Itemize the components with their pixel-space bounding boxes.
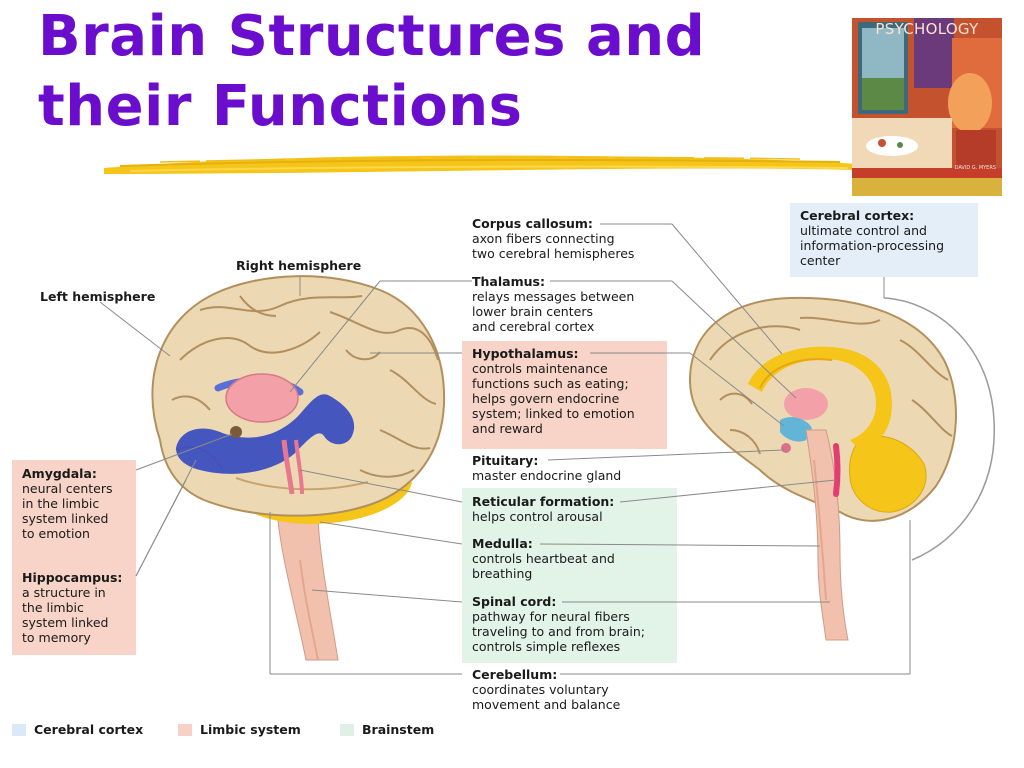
cerebellum-desc-1: coordinates voluntary: [472, 682, 609, 697]
title-line-1: Brain Structures and: [38, 4, 706, 69]
hypothalamus-desc-4: system; linked to emotion: [472, 406, 635, 421]
thalamus-desc-2: lower brain centers: [472, 304, 593, 319]
title-line-2: their Functions: [38, 74, 523, 139]
legend-swatch-limbic-system: [178, 723, 192, 736]
legend-swatch-cerebral-cortex: [12, 723, 26, 736]
leader-lines: [99, 223, 911, 675]
book-title: PSYCHOLOGY: [875, 20, 979, 38]
hypothalamus-desc-3: helps govern endocrine: [472, 391, 620, 406]
reticular-formation-title: Reticular formation:: [472, 494, 615, 509]
pituitary-title: Pituitary:: [472, 453, 539, 468]
legend-item-brainstem: Brainstem: [340, 722, 434, 737]
hippocampus-label: Hippocampus: a structure in the limbic s…: [22, 570, 122, 645]
hippocampus-desc-3: system linked: [22, 615, 109, 630]
amygdala-desc-1: neural centers: [22, 481, 113, 496]
spinal-cord-label: Spinal cord: pathway for neural fibers t…: [472, 594, 645, 654]
legend-swatch-brainstem: [340, 723, 354, 736]
reticular-formation-desc-1: helps control arousal: [472, 509, 603, 524]
spinal-cord-title: Spinal cord:: [472, 594, 557, 609]
cerebral-cortex-title: Cerebral cortex:: [800, 208, 915, 223]
hypothalamus-label: Hypothalamus: controls maintenance funct…: [472, 346, 635, 436]
hypothalamus-desc-2: functions such as eating;: [472, 376, 629, 391]
amygdala-desc-3: system linked: [22, 511, 109, 526]
cerebral-cortex-desc-3: center: [800, 253, 841, 268]
legend-label-limbic-system: Limbic system: [200, 722, 301, 737]
reticular-formation-label: Reticular formation: helps control arous…: [472, 494, 614, 524]
spinal-cord-desc-3: controls simple reflexes: [472, 639, 621, 654]
book-author: DAVID G. MYERS: [954, 165, 996, 171]
medulla-desc-2: breathing: [472, 566, 533, 581]
thalamus-label: Thalamus: relays messages between lower …: [472, 274, 634, 334]
left-brain: [151, 275, 446, 661]
legend-item-limbic-system: Limbic system: [178, 722, 301, 737]
legend-label-brainstem: Brainstem: [362, 722, 435, 737]
legend-item-cerebral-cortex: Cerebral cortex: [12, 722, 143, 737]
hippocampus-desc-4: to memory: [22, 630, 91, 645]
hypothalamus-desc-1: controls maintenance: [472, 361, 608, 376]
hypothalamus-desc-5: and reward: [472, 421, 543, 436]
cerebral-cortex-label: Cerebral cortex: ultimate control and in…: [800, 208, 944, 268]
hypothalamus-box: [462, 341, 667, 449]
corpus-callosum-desc-1: axon fibers connecting: [472, 231, 615, 246]
cerebellum-desc-2: movement and balance: [472, 697, 621, 712]
cerebral-cortex-box: [790, 203, 978, 277]
hypothalamus-title: Hypothalamus:: [472, 346, 579, 361]
medulla-title: Medulla:: [472, 536, 533, 551]
amygdala-desc-4: to emotion: [22, 526, 90, 541]
cerebellum-label: Cerebellum: coordinates voluntary moveme…: [472, 667, 620, 712]
amygdala-label: Amygdala: neural centers in the limbic s…: [22, 466, 113, 541]
corpus-callosum-title: Corpus callosum:: [472, 216, 593, 231]
corpus-callosum-desc-2: two cerebral hemispheres: [472, 246, 635, 261]
hippocampus-desc-1: a structure in: [22, 585, 106, 600]
pituitary-label: Pituitary: master endocrine gland: [472, 453, 621, 483]
book-cover: PSYCHOLOGY DAVID G. MYERS: [852, 18, 1002, 196]
corpus-callosum-label: Corpus callosum: axon fibers connecting …: [472, 216, 634, 261]
hippocampus-desc-2: the limbic: [22, 600, 84, 615]
legend-label-cerebral-cortex: Cerebral cortex: [34, 722, 144, 737]
yellow-brush-stroke: [104, 155, 856, 174]
right-hemisphere-label: Right hemisphere: [236, 258, 362, 273]
spinal-cord-desc-2: traveling to and from brain;: [472, 624, 645, 639]
amygdala-desc-2: in the limbic: [22, 496, 100, 511]
book-cover-painting: [852, 18, 1002, 196]
slide-title: Brain Structures and their Functions: [38, 2, 798, 142]
cerebral-cortex-desc-1: ultimate control and: [800, 223, 927, 238]
spinal-cord-desc-1: pathway for neural fibers: [472, 609, 630, 624]
medulla-label: Medulla: controls heartbeat and breathin…: [472, 536, 615, 581]
thalamus-desc-1: relays messages between: [472, 289, 635, 304]
thalamus-title: Thalamus:: [472, 274, 545, 289]
right-brain: [688, 296, 995, 641]
cerebellum-title: Cerebellum:: [472, 667, 558, 682]
hippocampus-title: Hippocampus:: [22, 570, 123, 585]
amygdala-title: Amygdala:: [22, 466, 97, 481]
medulla-desc-1: controls heartbeat and: [472, 551, 615, 566]
amygdala-hippocampus-box: [12, 460, 136, 655]
pituitary-desc-1: master endocrine gland: [472, 468, 622, 483]
cerebral-cortex-desc-2: information-processing: [800, 238, 945, 253]
left-hemisphere-label: Left hemisphere: [40, 289, 156, 304]
thalamus-desc-3: and cerebral cortex: [472, 319, 595, 334]
brainstem-box: [462, 488, 677, 663]
brain-diagram: [99, 223, 995, 675]
